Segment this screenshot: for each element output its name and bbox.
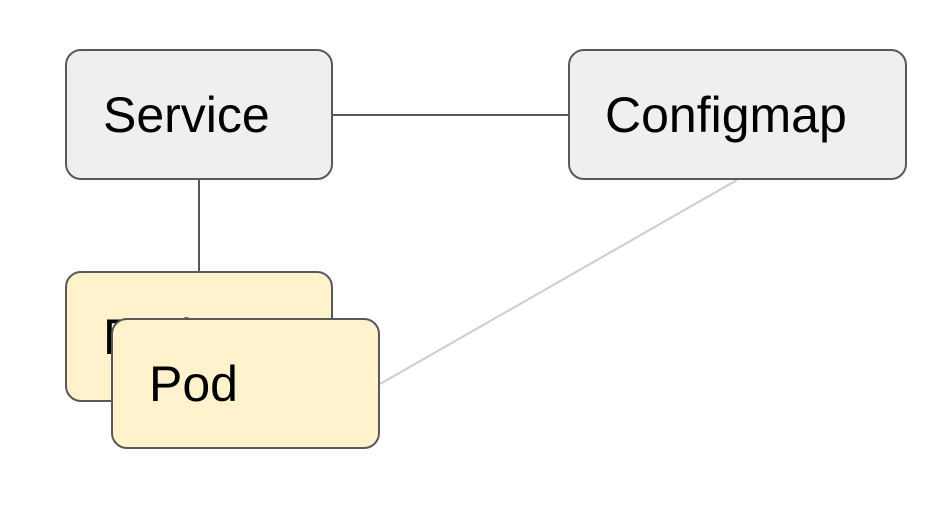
edge-configmap-pod <box>379 179 738 385</box>
service-node[interactable]: Service <box>65 49 333 180</box>
configmap-node[interactable]: Configmap <box>568 49 907 180</box>
configmap-label: Configmap <box>605 86 847 143</box>
pod-front-label: Pod <box>149 355 238 412</box>
pod-node-front[interactable]: Pod <box>111 318 380 449</box>
service-label: Service <box>103 86 270 143</box>
